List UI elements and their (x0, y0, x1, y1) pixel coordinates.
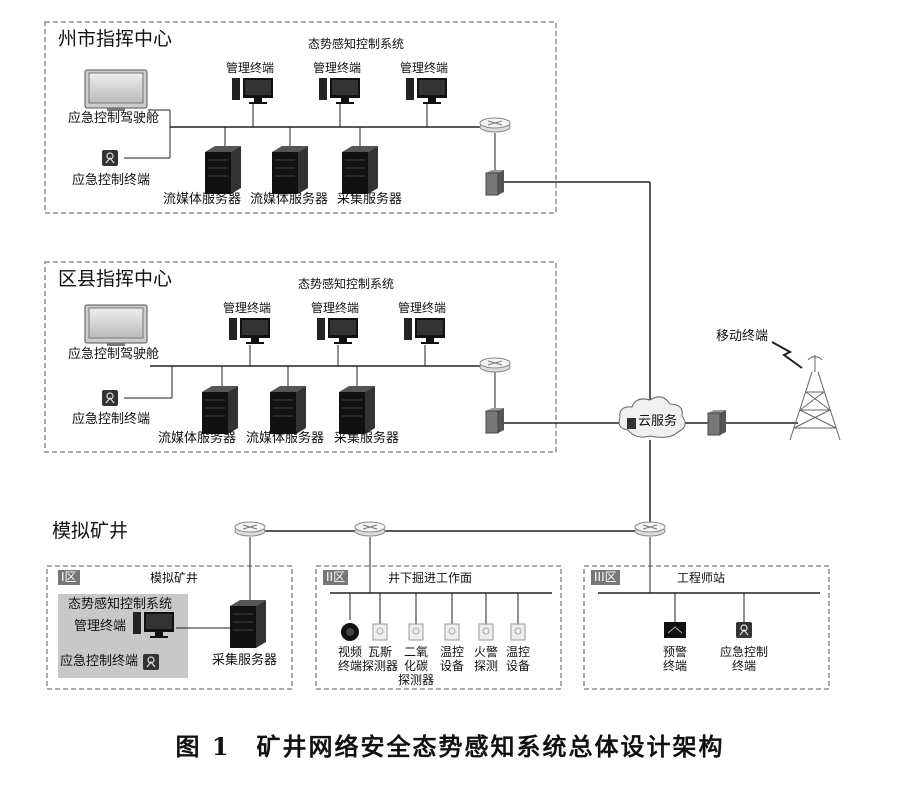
co2-sensor-icon (408, 623, 424, 641)
zone1-emergency-label: 应急控制终端 (60, 654, 139, 669)
router-icon (634, 521, 666, 537)
zone1-box (46, 565, 293, 690)
server-label: 采集服务器 (334, 431, 400, 446)
server-label: 采集服务器 (337, 192, 403, 207)
terminal-label: 管理终端 (223, 301, 272, 315)
mine-title: 模拟矿井 (52, 520, 129, 542)
router-icon (234, 521, 266, 537)
warning-terminal-icon (664, 622, 686, 638)
server-icon (338, 385, 376, 435)
mobile-terminal-label: 移动终端 (716, 329, 769, 344)
zone2-label: 井下掘进工作面 (388, 571, 473, 585)
city-system-label: 态势感知控制系统 (308, 37, 405, 51)
terminal-label: 管理终端 (313, 61, 362, 75)
router-icon (479, 117, 511, 133)
device-label-co2: 二氧化碳探测器 (397, 645, 434, 687)
firewall-icon (707, 409, 727, 436)
firewall-icon (485, 407, 505, 434)
emergency-terminal-label: 应急控制终端 (72, 412, 151, 427)
pc-icon (229, 318, 270, 344)
cockpit-monitor-icon (84, 69, 148, 112)
county-center-box (44, 261, 557, 453)
device-label-fire: 火警探测 (473, 645, 498, 673)
terminal-label: 管理终端 (311, 301, 360, 315)
cockpit-monitor-icon (84, 304, 148, 347)
county-system-label: 态势感知控制系统 (298, 277, 395, 291)
cockpit-label: 应急控制驾驶舱 (68, 347, 160, 362)
zone2-badge: II区 (323, 570, 349, 585)
server-label: 流媒体服务器 (158, 431, 237, 446)
router-icon (354, 521, 386, 537)
device-label-gas: 瓦斯探测器 (361, 645, 398, 673)
zone1-system-label: 态势感知控制系统 (68, 597, 173, 612)
zone2-box (315, 565, 562, 690)
device-label-temp: 温控设备 (439, 645, 464, 673)
zone1-terminal-label: 管理终端 (74, 619, 127, 634)
figure-caption: 图 1 矿井网络安全态势感知系统总体设计架构 (175, 732, 725, 761)
emergency-terminal-label: 应急控制终端 (72, 173, 151, 188)
cloud-server-icon (627, 418, 636, 429)
server-icon (269, 385, 307, 435)
temp-control-icon (510, 623, 526, 641)
server-icon (341, 145, 379, 195)
fire-detector-icon (478, 623, 494, 641)
emergency-terminal-icon (142, 653, 160, 671)
county-center-title: 区县指挥中心 (58, 268, 173, 290)
router-icon (479, 357, 511, 373)
terminal-label: 管理终端 (400, 61, 449, 75)
pc-icon (319, 78, 360, 104)
signal-tower-icon (789, 355, 841, 441)
gas-sensor-icon (372, 623, 388, 641)
zone1-badge: I区 (58, 570, 80, 585)
device-label-video: 视频终端 (337, 645, 362, 673)
wireless-signal-icon (771, 341, 803, 369)
device-label-emergency: 应急控制终端 (719, 645, 768, 673)
cloud-label: 云服务 (638, 414, 678, 429)
pc-icon (317, 318, 358, 344)
city-center-title: 州市指挥中心 (58, 28, 173, 50)
device-label-temp: 温控设备 (505, 645, 530, 673)
server-icon (271, 145, 309, 195)
server-label: 流媒体服务器 (246, 431, 325, 446)
emergency-terminal-icon (735, 621, 753, 639)
emergency-terminal-icon (101, 389, 119, 407)
server-label: 流媒体服务器 (163, 192, 242, 207)
server-icon (201, 385, 239, 435)
zone1-server-label: 采集服务器 (212, 653, 278, 668)
cockpit-label: 应急控制驾驶舱 (68, 111, 160, 126)
server-label: 流媒体服务器 (250, 192, 329, 207)
server-icon (204, 145, 242, 195)
zone3-box (583, 565, 830, 690)
pc-icon (404, 318, 445, 344)
zone3-label: 工程师站 (677, 571, 726, 585)
terminal-label: 管理终端 (398, 301, 447, 315)
temp-control-icon (444, 623, 460, 641)
pc-icon (406, 78, 447, 104)
city-center-box (44, 21, 557, 214)
zone3-badge: III区 (591, 570, 620, 585)
device-label-warning: 预警终端 (662, 645, 687, 673)
pc-icon (232, 78, 273, 104)
server-icon (229, 599, 267, 649)
firewall-icon (485, 169, 505, 196)
terminal-label: 管理终端 (226, 61, 275, 75)
emergency-terminal-icon (101, 149, 119, 167)
zone1-label: 模拟矿井 (150, 571, 199, 585)
